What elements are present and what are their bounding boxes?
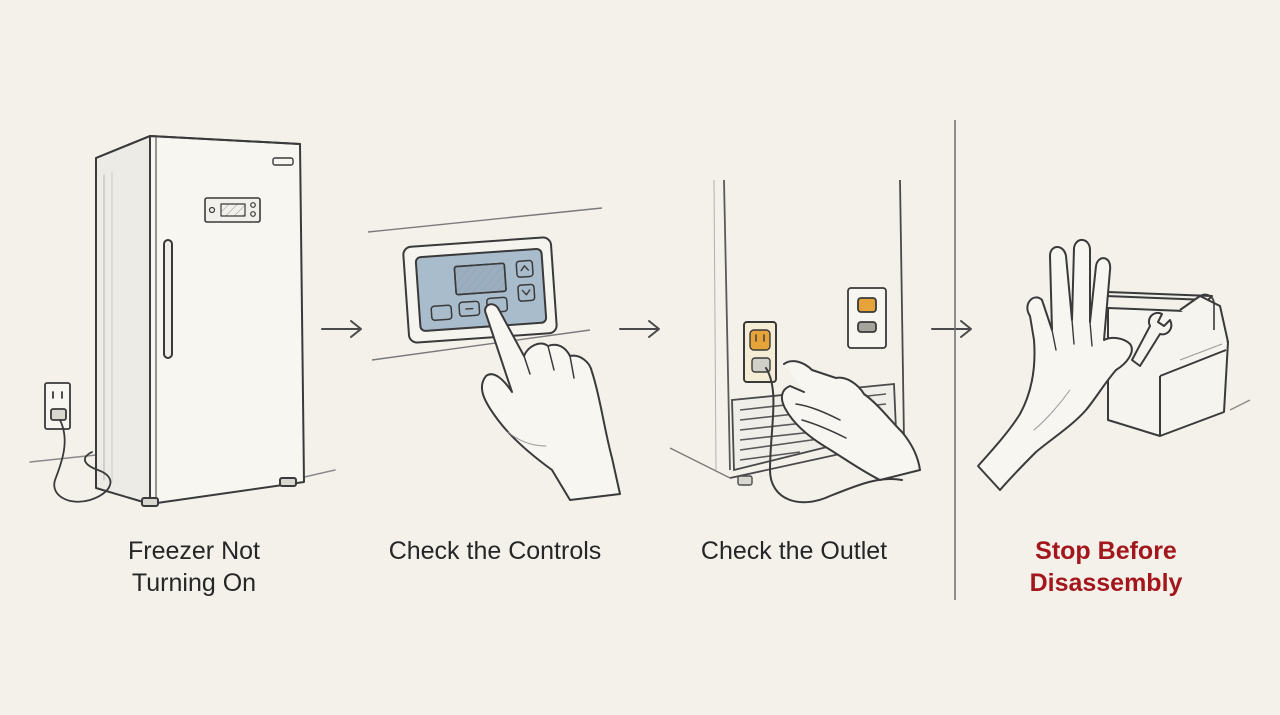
step-2-caption: Check the Controls — [352, 535, 638, 567]
wrench-icon — [1131, 312, 1173, 367]
step-2-line-1: Check the Controls — [388, 537, 602, 565]
step-4-line-2: Disassembly — [1029, 569, 1183, 597]
step-3-caption: Check the Outlet — [660, 535, 928, 567]
step-1-caption: Freezer Not Turning On — [80, 535, 308, 599]
step-3-line-1: Check the Outlet — [700, 537, 888, 565]
arrow-right-icon — [931, 320, 972, 338]
pointing-hand-icon — [480, 303, 621, 501]
toolbox-icon — [1105, 291, 1251, 437]
control-wall — [367, 207, 603, 361]
arrow-right-icon — [321, 320, 362, 338]
arrow-right-icon — [619, 320, 660, 338]
wall-outlet-icon — [44, 382, 112, 503]
plug-icon — [743, 321, 903, 504]
step-4-caption: Stop Before Disassembly — [990, 535, 1222, 599]
stop-hand-icon — [977, 239, 1133, 491]
control-panel-icon — [402, 236, 558, 344]
step-4-line-1: Stop Before — [1035, 537, 1177, 565]
wall-switch-icon — [847, 287, 887, 349]
step-1-line-1: Freezer Not — [128, 537, 260, 565]
freezer-icon — [29, 135, 336, 507]
step-1-line-2: Turning On — [131, 569, 257, 597]
plug-hand-icon — [780, 360, 921, 481]
